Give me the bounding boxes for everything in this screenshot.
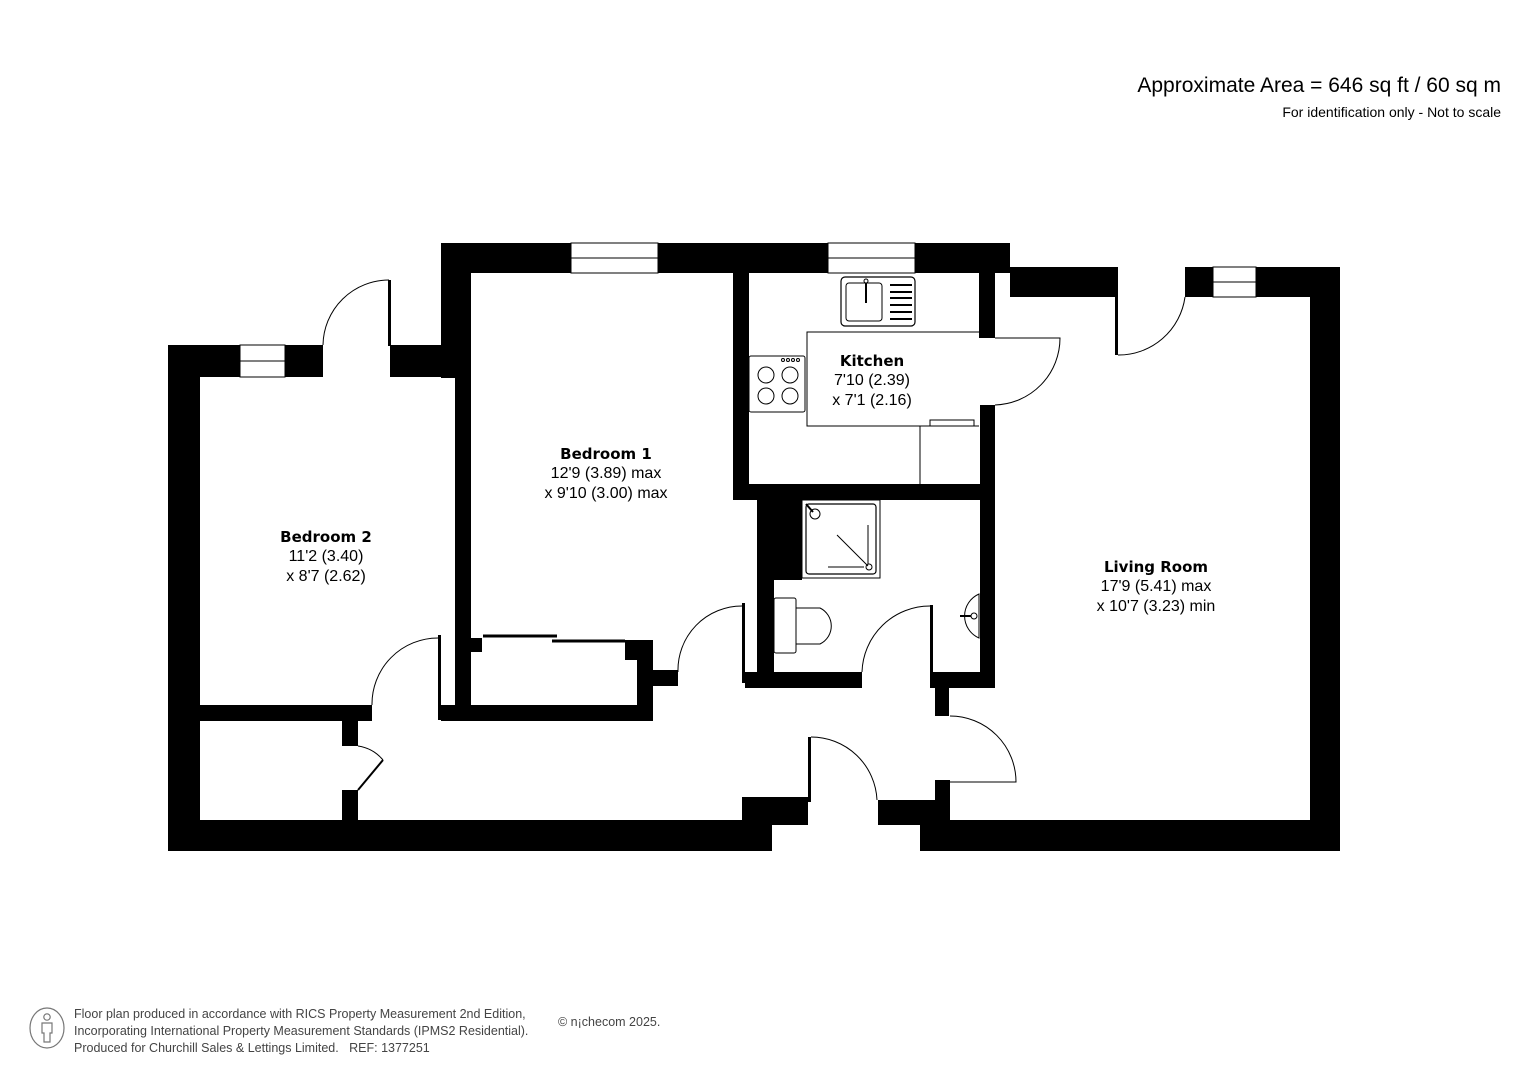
hob-icon — [748, 355, 806, 413]
kitchen-counter — [806, 331, 979, 484]
room-name: Kitchen — [839, 352, 905, 370]
room-dimension-2: x 8'7 (2.62) — [286, 568, 366, 585]
approximate-area: Approximate Area = 646 sq ft / 60 sq m — [1137, 74, 1501, 97]
wardrobe — [483, 634, 625, 643]
door-swing-bathroom — [861, 605, 931, 673]
door-swing-living — [949, 715, 1017, 783]
door-swing-bedroom2-ext — [322, 279, 390, 346]
room-living-room: Living Room 17'9 (5.41) max x 10'7 (3.23… — [1097, 557, 1216, 617]
footer-line-1: Floor plan produced in accordance with R… — [74, 1007, 526, 1021]
door-swings — [322, 279, 1186, 801]
door-swing-entrance — [810, 736, 878, 801]
footer: Floor plan produced in accordance with R… — [28, 1006, 528, 1057]
room-name: Living Room — [1103, 558, 1209, 576]
scale-disclaimer: For identification only - Not to scale — [1282, 104, 1501, 120]
room-dimension-1: 12'9 (3.89) max — [550, 465, 662, 482]
door-swing-bedroom1 — [677, 605, 743, 673]
room-bedroom-2: Bedroom 2 11'2 (3.40) x 8'7 (2.62) — [280, 527, 372, 587]
footer-line-3: Produced for Churchill Sales & Lettings … — [74, 1041, 430, 1055]
door-swing-living-ext — [1117, 296, 1186, 356]
room-dimension-2: x 10'7 (3.23) min — [1096, 598, 1216, 615]
room-kitchen: Kitchen 7'10 (2.39) x 7'1 (2.16) — [832, 351, 912, 411]
basin-icon — [960, 593, 980, 639]
room-dimension-2: x 9'10 (3.00) max — [544, 485, 668, 502]
area-header: Approximate Area = 646 sq ft / 60 sq m F… — [1137, 72, 1501, 120]
room-dimension-1: 7'10 (2.39) — [833, 372, 910, 389]
room-dimension-2: x 7'1 (2.16) — [832, 392, 912, 409]
windows — [239, 242, 1257, 378]
sink-icon — [840, 276, 916, 327]
door-swing-cupboard — [357, 745, 384, 761]
toilet-icon — [773, 597, 832, 654]
door-swing-bedroom2 — [371, 637, 439, 706]
room-name: Bedroom 1 — [560, 445, 652, 463]
footer-text: Floor plan produced in accordance with R… — [74, 1006, 528, 1057]
copyright: © n¡checom 2025. — [558, 1015, 661, 1029]
cupboard-door — [357, 759, 384, 791]
shower-icon — [801, 499, 881, 579]
person-info-icon — [29, 1007, 65, 1049]
room-name: Bedroom 2 — [280, 528, 372, 546]
walls — [168, 243, 1340, 851]
room-bedroom-1: Bedroom 1 12'9 (3.89) max x 9'10 (3.00) … — [544, 444, 667, 504]
door-swing-kitchen — [994, 337, 1061, 406]
room-dimension-1: 11'2 (3.40) — [288, 548, 364, 565]
room-dimension-1: 17'9 (5.41) max — [1100, 578, 1212, 595]
footer-line-2: Incorporating International Property Mea… — [74, 1024, 529, 1038]
